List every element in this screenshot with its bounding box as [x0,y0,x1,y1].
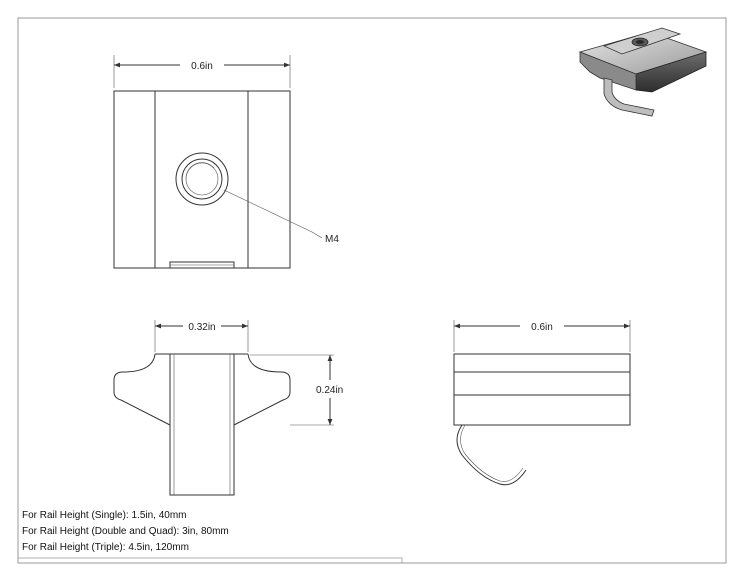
note-triple: For Rail Height (Triple): 4.5in, 120mm [22,542,189,553]
side-width-dimension: 0.6in [531,322,553,333]
front-width-dimension: 0.32in [188,322,215,333]
thread-callout: M4 [325,234,339,245]
side-view: 0.6in [453,320,631,486]
front-height-dimension: 0.24in [316,385,343,396]
sheet-border [17,17,727,564]
title-block-divider [17,500,403,563]
front-view: 0.32in 0.24in [113,320,343,496]
isometric-view [578,27,708,117]
note-single: For Rail Height (Single): 1.5in, 40mm [22,510,187,521]
top-view: 0.6in M4 [113,55,339,269]
top-width-dimension: 0.6in [191,61,213,72]
note-double-quad: For Rail Height (Double and Quad): 3in, … [22,526,229,537]
rail-height-notes: For Rail Height (Single): 1.5in, 40mm Fo… [22,510,229,553]
